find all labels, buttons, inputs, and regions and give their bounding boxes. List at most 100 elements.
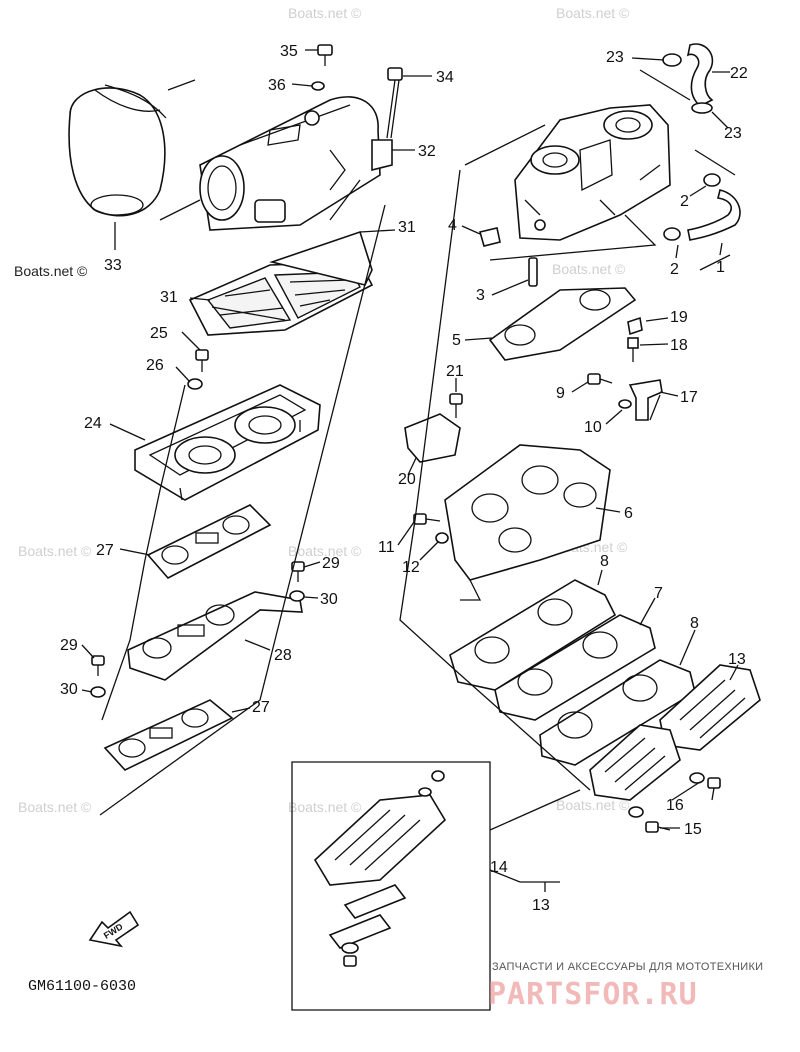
part-16-washer-upper <box>689 772 705 784</box>
part-12-washer <box>435 532 449 544</box>
part-label: 26 <box>146 357 164 374</box>
part-label: 19 <box>670 309 688 326</box>
part-number-labels: 35 36 34 32 33 31 31 25 26 24 27 29 30 2… <box>60 43 748 914</box>
part-15-bolt-upper <box>707 777 721 801</box>
part-label: 34 <box>436 69 454 86</box>
part-label: 15 <box>684 821 702 838</box>
part-32-silencer-housing <box>199 96 393 231</box>
part-20-cover-plate <box>404 413 461 463</box>
part-31-flame-arrester-screen <box>188 261 374 336</box>
part-label: 2 <box>680 193 689 210</box>
part-label: 32 <box>418 143 436 160</box>
watermark: Boats.net © <box>288 799 362 815</box>
part-29-bolt-lower <box>91 655 105 676</box>
part-label: 24 <box>84 415 102 432</box>
part-2-clamp-upper <box>703 173 721 187</box>
part-label: 27 <box>96 542 114 559</box>
part-label: 7 <box>654 585 663 602</box>
drawing-code: GM61100-6030 <box>28 978 136 995</box>
part-label: 28 <box>274 647 292 664</box>
part-16-washer-lower <box>628 806 644 818</box>
part-label: 2 <box>670 261 679 278</box>
brand-watermark: ЗАПЧАСТИ И АКСЕССУАРЫ ДЛЯ МОТОТЕХНИКИ PA… <box>488 961 763 1012</box>
part-18-fitting <box>627 337 639 362</box>
part-7-spacer-plate <box>494 614 656 721</box>
part-label: 14 <box>490 859 508 876</box>
part-label: 20 <box>398 471 416 488</box>
part-23-clamp-upper <box>662 53 682 67</box>
part-27-gasket-lower <box>103 699 234 771</box>
part-label: 29 <box>322 555 340 572</box>
part-label: 17 <box>680 389 698 406</box>
part-30-washer-upper <box>289 590 305 602</box>
part-22-hose <box>686 43 714 107</box>
part-26-washer <box>187 378 203 390</box>
part-label: 8 <box>600 553 609 570</box>
part-label: 11 <box>378 539 395 556</box>
part-label: 5 <box>452 332 461 349</box>
part-25-bolt <box>195 349 209 372</box>
part-label: 33 <box>104 257 122 274</box>
reed-valve-detail-inset <box>291 761 581 1011</box>
part-8-gasket-lower <box>539 659 696 766</box>
part-9-bolt <box>587 373 613 385</box>
part-label: 31 <box>398 219 416 236</box>
forward-direction-arrow: FWD <box>88 910 140 948</box>
part-label: 25 <box>150 325 168 342</box>
part-11-bolt <box>413 513 441 525</box>
part-3-stud <box>528 257 538 287</box>
part-label: 4 <box>448 217 457 234</box>
part-35-screw <box>317 44 333 66</box>
intake-silencer-group <box>68 44 403 816</box>
part-27-gasket-upper <box>146 504 272 580</box>
part-1-hose <box>687 189 741 241</box>
part-label: 27 <box>252 699 270 716</box>
part-2-clamp-lower <box>663 227 681 241</box>
part-label: 3 <box>476 287 485 304</box>
watermark-layer: Boats.net © Boats.net © Boats.net © Boat… <box>14 5 630 815</box>
part-label: 1 <box>716 259 725 276</box>
part-33-intake-duct <box>68 84 167 217</box>
watermark: Boats.net © <box>288 5 362 21</box>
part-10-washer <box>618 399 632 409</box>
part-34-long-bolt <box>386 67 403 139</box>
watermark: Boats.net © <box>556 5 630 21</box>
part-label: 30 <box>320 591 338 608</box>
part-label: 8 <box>690 615 699 632</box>
carburetor-group <box>399 43 761 833</box>
watermark: Boats.net © <box>288 543 362 559</box>
part-label: 22 <box>730 65 748 82</box>
part-6-intake-manifold <box>444 444 611 601</box>
group-outline-right <box>399 69 691 791</box>
part-30-washer-lower <box>90 686 106 698</box>
part-5-gasket <box>488 287 637 361</box>
part-label: 23 <box>724 125 742 142</box>
part-label: 23 <box>606 49 624 66</box>
part-label: 16 <box>666 797 684 814</box>
group-outline-left <box>99 79 386 816</box>
part-4-cap <box>479 227 501 247</box>
part-label: 13 <box>728 651 746 668</box>
part-24-silencer-base <box>134 384 321 501</box>
part-label: 13 <box>532 897 550 914</box>
part-label: 10 <box>584 419 602 436</box>
part-28-carburetor-bracket <box>127 591 303 681</box>
part-36-washer <box>311 81 325 91</box>
part-label: 9 <box>556 385 565 402</box>
part-label: 6 <box>624 505 633 522</box>
part-label: 29 <box>60 637 78 654</box>
part-label: 30 <box>60 681 78 698</box>
watermark-dark: Boats.net © <box>14 263 88 279</box>
part-label: 12 <box>402 559 420 576</box>
part-21-bolt <box>449 393 463 418</box>
carburetor-assembly <box>514 104 671 241</box>
watermark: Boats.net © <box>556 797 630 813</box>
part-label: 21 <box>446 363 464 380</box>
part-23-clamp-lower <box>691 102 713 114</box>
brand-tagline: ЗАПЧАСТИ И АКСЕССУАРЫ ДЛЯ МОТОТЕХНИКИ <box>492 961 763 973</box>
part-label: 36 <box>268 77 286 94</box>
watermark: Boats.net © <box>18 799 92 815</box>
part-8-gasket-upper <box>449 579 617 691</box>
leader-lines <box>81 49 739 892</box>
